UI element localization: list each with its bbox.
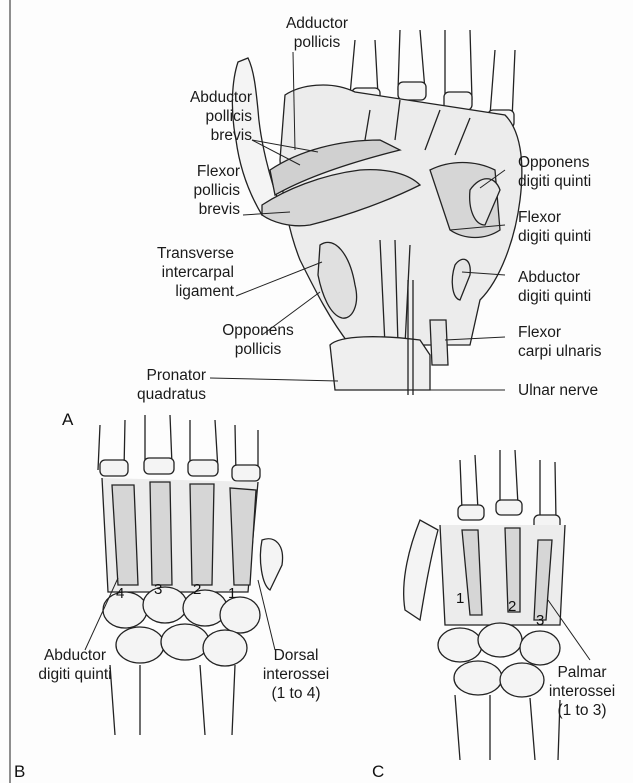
label-flexor-pollicis-brevis: Flexor pollicis brevis <box>140 162 240 219</box>
label-adductor-pollicis: Adductor pollicis <box>262 14 372 52</box>
label-abductor-digiti-quinti: Abductor digiti quinti <box>518 268 630 306</box>
panel-letter-a: A <box>62 410 73 430</box>
label-abductor-pollicis-brevis: Abductor pollicis brevis <box>140 88 252 145</box>
label-transverse-intercarpal-ligament: Transverse intercarpal ligament <box>100 244 234 301</box>
label-flexor-digiti-quinti: Flexor digiti quinti <box>518 208 630 246</box>
label-ulnar-nerve: Ulnar nerve <box>518 381 630 400</box>
palmar-number-2: 2 <box>508 598 516 615</box>
panel-letter-b: B <box>14 762 25 782</box>
label-b-abductor-digiti-quinti: Abductor digiti quinti <box>20 646 130 684</box>
dorsal-number-4: 4 <box>116 585 124 602</box>
dorsal-number-3: 3 <box>154 581 162 598</box>
dorsal-number-1: 1 <box>228 585 236 602</box>
label-opponens-pollicis: Opponens pollicis <box>208 321 308 359</box>
dorsal-number-2: 2 <box>193 581 201 598</box>
label-dorsal-interossei: Dorsal interossei (1 to 4) <box>246 646 346 703</box>
label-pronator-quadratus: Pronator quadratus <box>100 366 206 404</box>
label-palmar-interossei: Palmar interossei (1 to 3) <box>534 663 630 720</box>
label-opponens-digiti-quinti: Opponens digiti quinti <box>518 153 630 191</box>
palmar-number-3: 3 <box>536 612 544 629</box>
palmar-number-1: 1 <box>456 590 464 607</box>
label-flexor-carpi-ulnaris: Flexor carpi ulnaris <box>518 323 630 361</box>
panel-letter-c: C <box>372 762 384 782</box>
